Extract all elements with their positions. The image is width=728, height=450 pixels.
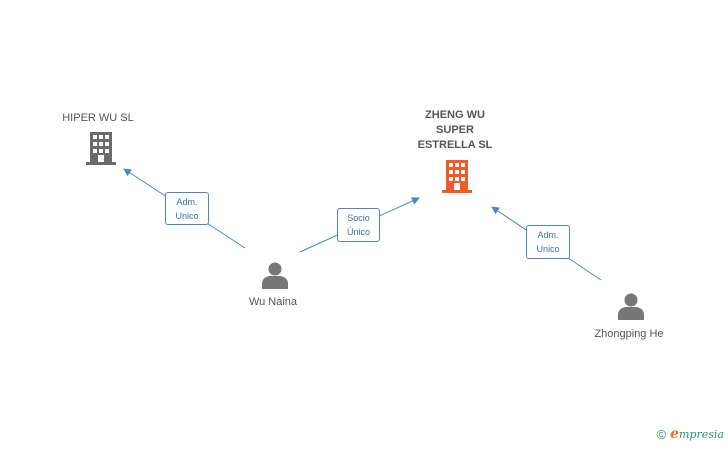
relation-role: Adm. bbox=[537, 230, 559, 240]
company-zheng-name-line1[interactable]: ZHENG WU bbox=[425, 109, 485, 121]
relation-badge-wu-zheng: Socio Único bbox=[337, 208, 380, 242]
person-zhongping-label[interactable]: Zhongping He bbox=[594, 328, 664, 340]
company-zheng-label[interactable]: ZHENG WU SUPER ESTRELLA SL bbox=[400, 108, 510, 153]
relation-badge-zhong-zheng: Adm. Unico bbox=[526, 225, 570, 259]
relation-role: Adm. bbox=[176, 197, 198, 207]
brand-rest: mpresia bbox=[679, 428, 724, 441]
person-icon[interactable] bbox=[262, 262, 288, 290]
relation-qualifier: Unico bbox=[536, 244, 560, 254]
company-zheng-name-line3[interactable]: ESTRELLA SL bbox=[417, 139, 493, 151]
copyright-symbol: © bbox=[656, 426, 667, 442]
empresia-logo[interactable]: empresia bbox=[670, 426, 724, 442]
person-wu-naina-label[interactable]: Wu Naina bbox=[248, 296, 298, 308]
footer-brand[interactable]: © empresia bbox=[657, 426, 724, 442]
brand-e: e bbox=[670, 426, 680, 442]
building-icon[interactable] bbox=[442, 160, 472, 193]
company-hiper-label[interactable]: HIPER WU SL bbox=[48, 111, 148, 126]
company-zheng-name-line2[interactable]: SUPER bbox=[436, 124, 474, 136]
building-icon[interactable] bbox=[86, 132, 116, 165]
relation-qualifier: Único bbox=[346, 227, 370, 237]
company-hiper-name[interactable]: HIPER WU SL bbox=[62, 112, 134, 124]
person-icon[interactable] bbox=[618, 293, 644, 321]
relation-qualifier: Unico bbox=[175, 211, 199, 221]
relation-badge-wu-hiper: Adm. Unico bbox=[165, 192, 209, 225]
relation-role: Socio bbox=[347, 213, 370, 223]
